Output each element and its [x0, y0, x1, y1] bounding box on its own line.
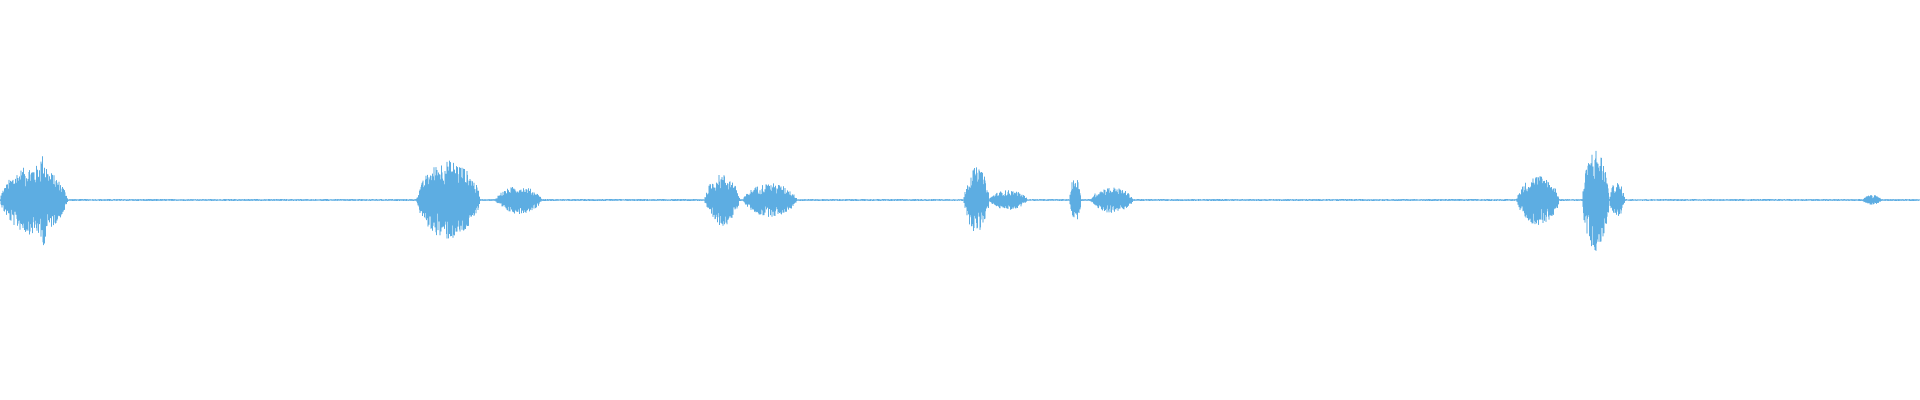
waveform-path	[0, 150, 1920, 251]
